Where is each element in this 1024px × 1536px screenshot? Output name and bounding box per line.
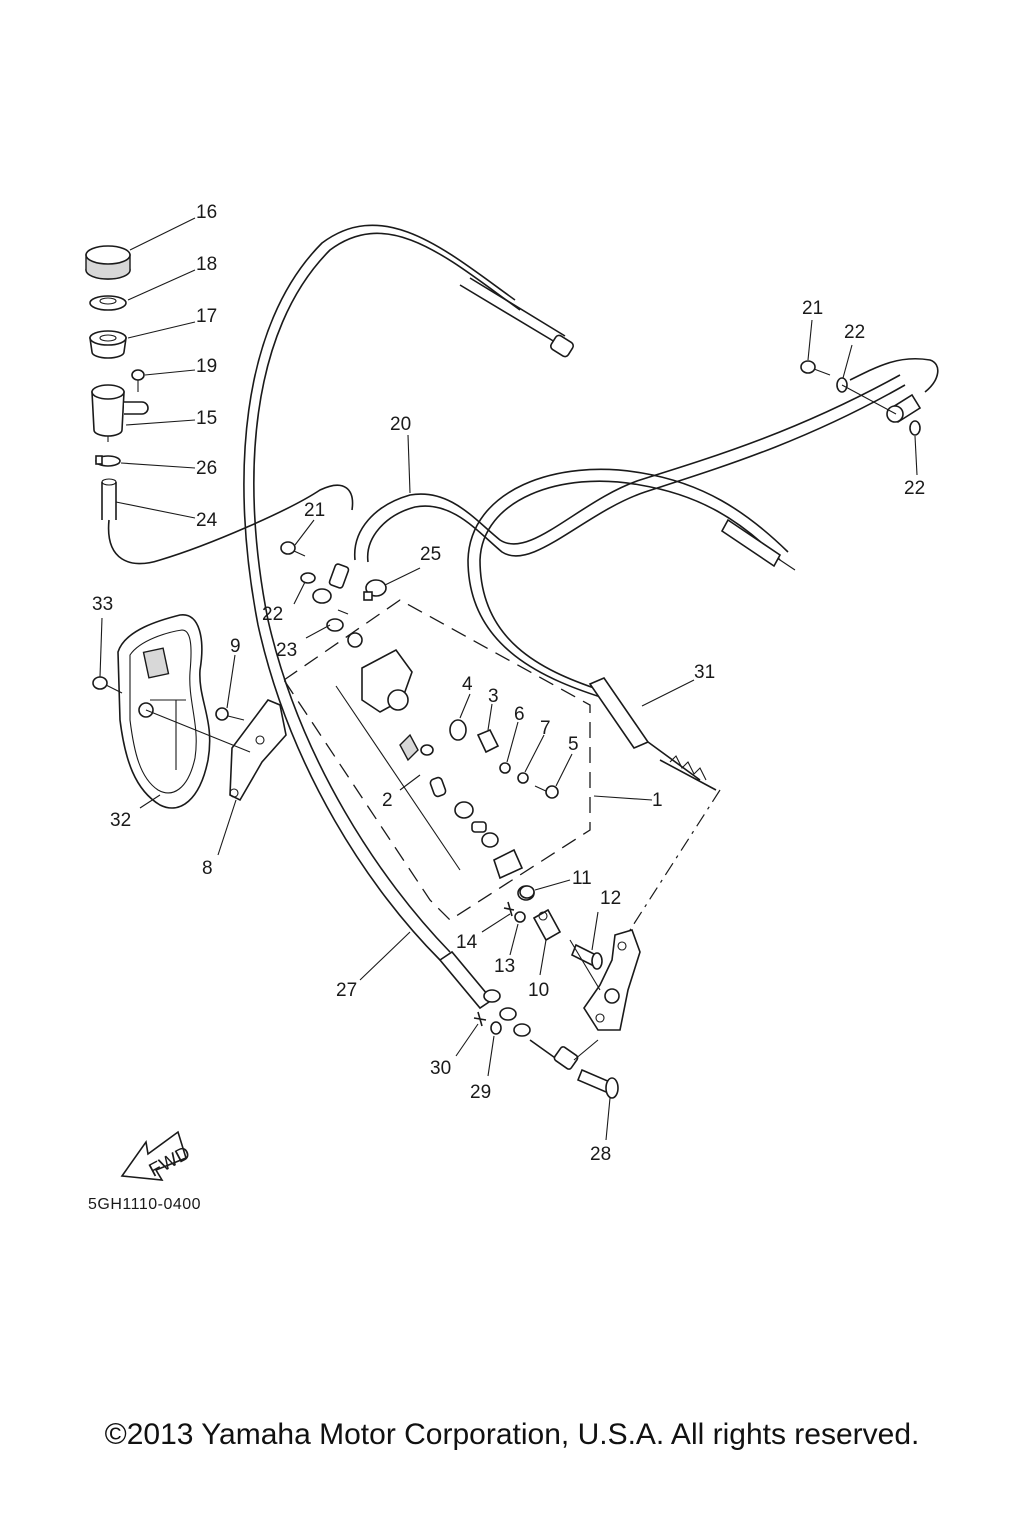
cable-31 <box>479 480 781 691</box>
centerline-12 <box>569 939 601 991</box>
cable-27-inner <box>243 224 516 961</box>
cable-31-end <box>588 677 717 791</box>
callout-14: 14 <box>456 932 478 953</box>
nut-11 <box>519 885 535 899</box>
pin-28 <box>576 1068 619 1099</box>
lever-plate <box>583 929 641 1031</box>
callout-19: 19 <box>196 356 217 377</box>
callout-32: 32 <box>110 810 131 831</box>
fitting-3 <box>476 728 500 754</box>
callout-15: 15 <box>196 408 217 429</box>
callout-21-left: 21 <box>304 500 325 521</box>
diagram-code: 5GH1110-0400 <box>88 1196 202 1213</box>
hose-clamp-26 <box>95 455 121 467</box>
callout-leaders <box>99 217 918 1141</box>
callout-5: 5 <box>568 734 579 755</box>
joint-10 <box>532 908 562 942</box>
callout-12: 12 <box>600 888 621 909</box>
callout-26: 26 <box>196 458 217 479</box>
callout-4: 4 <box>462 674 473 695</box>
callout-3: 3 <box>488 686 499 707</box>
callout-17: 17 <box>196 306 217 327</box>
centerline-32-8 <box>145 709 251 753</box>
callout-23: 23 <box>276 640 297 661</box>
callout-16: 16 <box>196 202 217 223</box>
callout-8: 8 <box>202 858 213 879</box>
callout-25: 25 <box>420 544 441 565</box>
cotter-pin-14 <box>503 901 515 917</box>
cover-plate-32 <box>117 614 211 809</box>
diaphragm-plate-18 <box>89 295 127 311</box>
washer-22-left <box>300 572 316 584</box>
callout-10: 10 <box>528 980 549 1001</box>
callout-11: 11 <box>572 868 592 889</box>
assembly-box-1 <box>283 599 591 921</box>
ring-23 <box>326 618 344 632</box>
callout-31: 31 <box>694 662 715 683</box>
callout-27: 27 <box>336 980 357 1001</box>
callout-22-top: 22 <box>844 322 865 343</box>
reservoir-cap-16 <box>85 245 131 280</box>
callout-33: 33 <box>92 594 113 615</box>
fwd-arrow-icon: FWD <box>120 1130 194 1182</box>
washer-29 <box>490 1021 502 1035</box>
centerline-22 <box>841 384 897 415</box>
bolt-9 <box>215 707 245 721</box>
callout-9: 9 <box>230 636 241 657</box>
bracket-8 <box>229 699 287 802</box>
callout-2: 2 <box>382 790 393 811</box>
cable-31-inner <box>467 468 789 701</box>
callout-6: 6 <box>514 704 525 725</box>
clip-23 <box>337 609 349 615</box>
hose-20-inner <box>366 384 906 563</box>
callout-1: 1 <box>652 790 663 811</box>
callout-labels: 1 2 3 4 5 6 7 8 9 10 11 12 13 14 15 16 1… <box>92 202 925 1165</box>
copyright-notice: ©2013 Yamaha Motor Corporation, U.S.A. A… <box>104 1418 920 1451</box>
callout-20: 20 <box>390 414 411 435</box>
cable-27-end <box>438 950 579 1070</box>
washer-22-right <box>909 420 921 436</box>
cable-27-outer <box>253 232 521 953</box>
callout-13: 13 <box>494 956 515 977</box>
callout-7: 7 <box>540 718 551 739</box>
clamp-25 <box>363 579 387 601</box>
cable-31-tip <box>779 559 796 571</box>
hose-20 <box>354 374 901 561</box>
callout-22-left: 22 <box>262 604 283 625</box>
bolt-33 <box>92 676 123 694</box>
washer-6 <box>499 762 511 774</box>
bolt-21-left <box>280 541 306 557</box>
breather-hose-24 <box>101 478 354 565</box>
cable-end-fitting-top <box>549 334 575 358</box>
washer-7 <box>517 772 529 784</box>
banjo-fitting-left <box>312 563 350 604</box>
callout-24: 24 <box>196 510 218 531</box>
callout-28: 28 <box>590 1144 611 1165</box>
centerline-31-lever <box>629 789 721 931</box>
reservoir-tank-15 <box>91 384 149 442</box>
cable-upper-end <box>459 277 566 346</box>
callout-21-right: 21 <box>802 298 823 319</box>
pin-12 <box>570 943 603 970</box>
callout-18: 18 <box>196 254 217 275</box>
callout-22-right: 22 <box>904 478 925 499</box>
o-ring-4 <box>449 719 467 741</box>
cylinder-parts-2 <box>335 632 535 901</box>
bolt-19 <box>131 369 145 392</box>
bolt-21-right <box>800 360 831 376</box>
diaphragm-17 <box>89 330 127 359</box>
callout-30: 30 <box>430 1058 451 1079</box>
screw-5 <box>534 785 559 799</box>
washer-13 <box>514 911 526 923</box>
callout-29: 29 <box>470 1082 491 1103</box>
cable-31-end-fitting <box>720 518 782 568</box>
cotter-pin-30 <box>473 1011 487 1027</box>
centerline-28 <box>573 1039 599 1061</box>
